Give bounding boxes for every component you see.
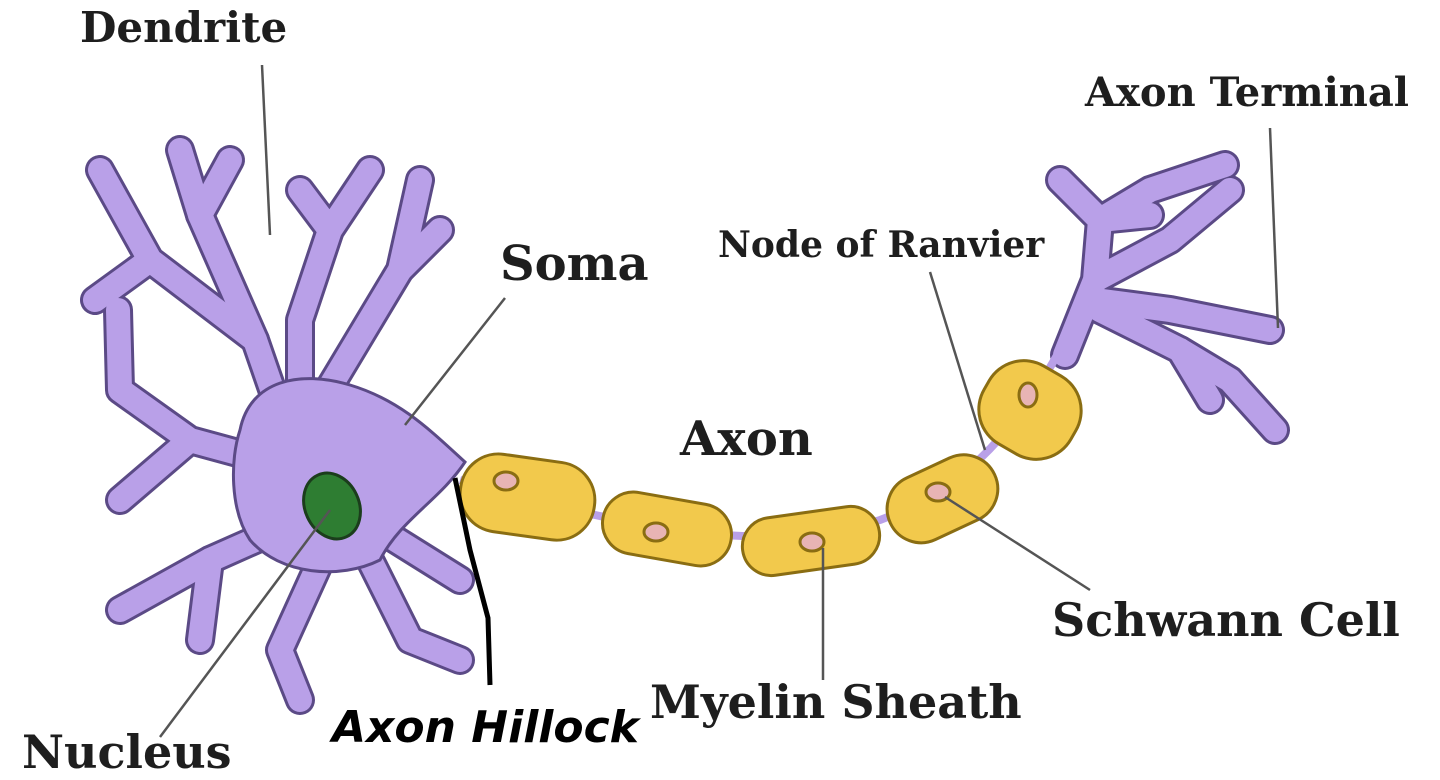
leader-schwann bbox=[944, 495, 1091, 592]
leader-nucleus bbox=[158, 509, 332, 738]
leader-soma bbox=[404, 297, 506, 426]
label-soma: Soma bbox=[500, 236, 649, 292]
label-node-of-ranvier: Node of Ranvier bbox=[718, 224, 1045, 266]
schwann-nucleus-2 bbox=[642, 521, 670, 543]
label-dendrite: Dendrite bbox=[80, 3, 287, 52]
label-myelin-sheath: Myelin Sheath bbox=[650, 675, 1022, 729]
myelin-segments bbox=[458, 359, 1083, 578]
myelin-segment-1 bbox=[458, 452, 597, 542]
leader-dendrite bbox=[260, 64, 272, 236]
axon-terminal-branches bbox=[1045, 150, 1290, 445]
soma-body bbox=[232, 377, 467, 574]
label-axon-terminal: Axon Terminal bbox=[1084, 69, 1409, 116]
leader-lines bbox=[158, 64, 1280, 738]
schwann-nucleus-1 bbox=[492, 470, 520, 492]
label-axon-hillock: Axon Hillock bbox=[329, 702, 642, 753]
schwann-nucleus-4 bbox=[924, 481, 952, 503]
schwann-nucleus-5 bbox=[1017, 381, 1039, 409]
myelin-segment-5 bbox=[977, 359, 1083, 461]
schwann-nucleus-3 bbox=[798, 531, 826, 553]
label-axon: Axon bbox=[679, 411, 813, 467]
label-nucleus: Nucleus bbox=[22, 725, 232, 779]
leader-node bbox=[928, 271, 987, 451]
label-schwann-cell: Schwann Cell bbox=[1052, 593, 1400, 647]
nucleus-shape bbox=[302, 471, 362, 541]
leader-axon-terminal bbox=[1268, 127, 1280, 329]
leader-hillock bbox=[452, 477, 493, 686]
